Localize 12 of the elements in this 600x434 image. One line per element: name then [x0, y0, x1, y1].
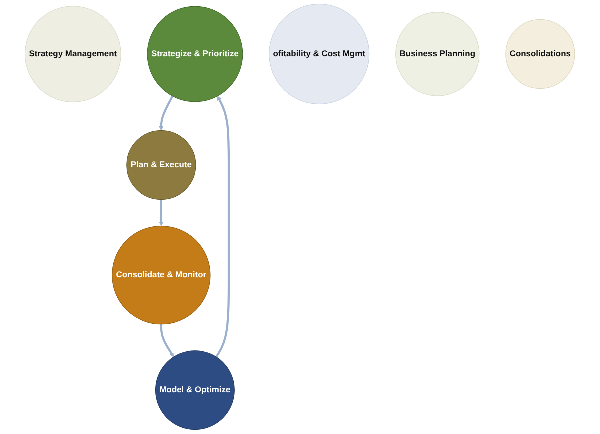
node-circle: Consolidations	[506, 19, 576, 90]
node-circle: Strategy Management	[24, 6, 122, 102]
arrow	[216, 96, 230, 358]
node-circle: Consolidate & Monitor	[112, 226, 211, 325]
node-circle: Plan & Execute	[126, 130, 196, 200]
node-circle: Strategize & Prioritize	[147, 6, 244, 102]
node-circle: ofitability & Cost Mgmt	[268, 4, 370, 105]
node-circle: Business Planning	[395, 12, 480, 96]
node-circle: Model & Optimize	[155, 350, 235, 430]
arrow	[160, 324, 174, 358]
arrow	[159, 200, 164, 226]
arrow	[159, 96, 174, 131]
